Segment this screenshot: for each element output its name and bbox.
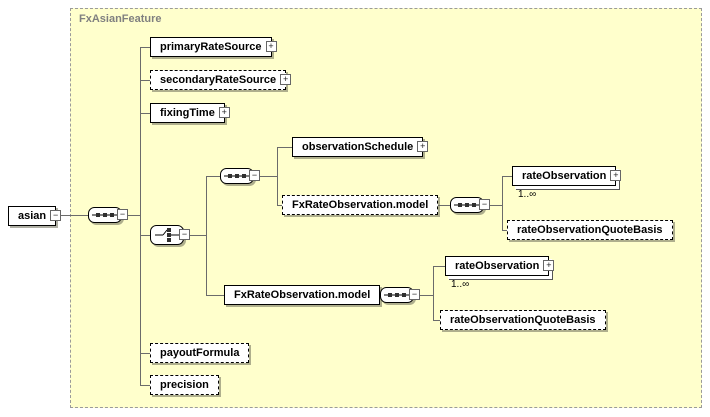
- group-fx-rate-observation-model-optional[interactable]: FxRateObservation.model: [282, 195, 439, 215]
- collapse-minus-icon[interactable]: −: [249, 170, 260, 181]
- element-asian[interactable]: asian −: [8, 206, 62, 226]
- element-label: rateObservation: [455, 260, 540, 272]
- element-rate-observation-quote-basis[interactable]: rateObservationQuoteBasis: [440, 310, 606, 330]
- collapse-minus-icon[interactable]: −: [179, 229, 190, 240]
- element-label: observationSchedule: [302, 141, 414, 153]
- element-payout-formula[interactable]: payoutFormula: [150, 343, 250, 363]
- connector-line: [58, 215, 88, 216]
- element-primary-rate-source[interactable]: primaryRateSource +: [150, 37, 277, 57]
- element-rate-observation[interactable]: rateObservation +: [445, 256, 555, 276]
- connector-line: [206, 295, 224, 296]
- connector-line: [502, 230, 507, 231]
- element-rate-observation[interactable]: rateObservation +: [512, 166, 622, 186]
- element-label: asian: [18, 210, 47, 222]
- sequence-icon: [450, 197, 484, 213]
- connector-line: [140, 47, 141, 386]
- sequence-compositor[interactable]: −: [220, 168, 260, 184]
- expand-plus-icon[interactable]: +: [543, 260, 555, 271]
- group-label: FxRateObservation.model: [234, 289, 371, 301]
- occurrence-label: 1..∞: [451, 279, 470, 290]
- group-label: FxRateObservation.model: [292, 199, 429, 211]
- collapse-minus-icon[interactable]: −: [479, 199, 490, 210]
- connector-line: [140, 47, 150, 48]
- connector-line: [124, 215, 141, 216]
- connector-line: [186, 235, 206, 236]
- connector-line: [416, 295, 433, 296]
- occurrence-label: 1..∞: [518, 189, 537, 200]
- connector-line: [502, 176, 503, 231]
- expand-plus-icon[interactable]: +: [218, 107, 230, 118]
- element-label: precision: [160, 379, 209, 391]
- element-label: rateObservationQuoteBasis: [450, 314, 596, 326]
- sequence-compositor[interactable]: −: [88, 207, 128, 223]
- element-rate-observation-quote-basis[interactable]: rateObservationQuoteBasis: [507, 220, 673, 240]
- element-label: rateObservationQuoteBasis: [517, 224, 663, 236]
- choice-compositor[interactable]: −: [150, 225, 190, 245]
- connector-line: [433, 266, 445, 267]
- expand-plus-icon[interactable]: +: [265, 41, 277, 52]
- element-precision[interactable]: precision: [150, 375, 219, 395]
- expand-plus-icon[interactable]: +: [280, 74, 292, 85]
- connector-line: [140, 385, 150, 386]
- frame-title: FxAsianFeature: [79, 13, 162, 25]
- connector-line: [433, 320, 440, 321]
- connector-line: [140, 80, 150, 81]
- collapse-minus-icon[interactable]: −: [409, 289, 420, 300]
- element-label: payoutFormula: [160, 347, 240, 359]
- connector-line: [140, 235, 150, 236]
- element-observation-schedule[interactable]: observationSchedule +: [292, 137, 429, 157]
- sequence-compositor[interactable]: −: [450, 197, 490, 213]
- connector-line: [486, 205, 502, 206]
- connector-line: [140, 353, 150, 354]
- connector-line: [433, 266, 434, 321]
- element-label: rateObservation: [522, 170, 607, 182]
- group-fx-rate-observation-model[interactable]: FxRateObservation.model: [224, 285, 381, 305]
- element-label: secondaryRateSource: [160, 74, 277, 86]
- connector-line: [206, 176, 207, 296]
- collapse-minus-icon[interactable]: −: [117, 209, 128, 220]
- collapse-minus-icon[interactable]: −: [50, 210, 62, 221]
- element-fixing-time[interactable]: fixingTime +: [150, 103, 230, 123]
- connector-line: [206, 176, 220, 177]
- connector-line: [502, 176, 512, 177]
- element-label: primaryRateSource: [160, 41, 262, 53]
- connector-line: [277, 205, 283, 206]
- sequence-compositor[interactable]: −: [380, 287, 420, 303]
- expand-plus-icon[interactable]: +: [417, 141, 429, 152]
- expand-plus-icon[interactable]: +: [610, 170, 622, 181]
- connector-line: [277, 147, 278, 206]
- connector-line: [140, 113, 150, 114]
- connector-line: [277, 147, 292, 148]
- element-label: fixingTime: [160, 107, 215, 119]
- connector-line: [256, 176, 277, 177]
- element-secondary-rate-source[interactable]: secondaryRateSource +: [150, 70, 292, 90]
